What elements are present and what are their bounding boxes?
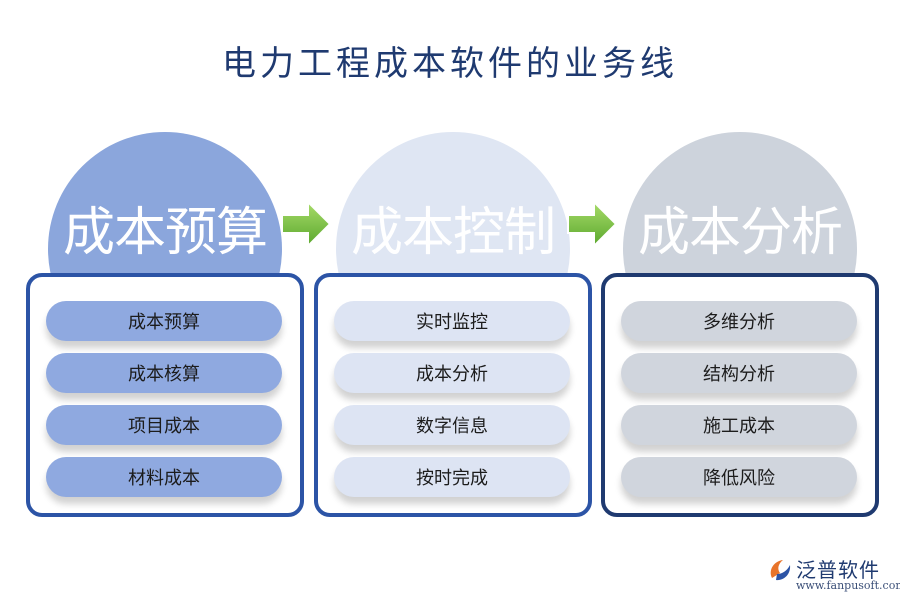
column-heading: 成本控制	[350, 203, 556, 263]
column-heading: 成本分析	[637, 203, 843, 263]
list-item: 按时完成	[334, 457, 570, 497]
list-item: 降低风险	[621, 457, 857, 497]
list-item: 成本分析	[334, 353, 570, 393]
list-item: 实时监控	[334, 301, 570, 341]
list-item: 多维分析	[621, 301, 857, 341]
right-arrow-icon	[567, 199, 618, 249]
list-item: 施工成本	[621, 405, 857, 445]
right-arrow-icon	[281, 199, 332, 249]
column-cost-budget: 成本预算 成本预算 成本核算 项目成本 材料成本	[26, 130, 304, 517]
fanpu-logo-icon	[770, 560, 791, 581]
list-item: 成本预算	[46, 301, 282, 341]
brand-name: 泛普软件	[796, 558, 880, 582]
column-cost-control: 成本控制 实时监控 成本分析 数字信息 按时完成	[314, 130, 592, 517]
brand-logo: 泛普软件 www.fanpusoft.com	[766, 554, 900, 596]
items-box: 多维分析 结构分析 施工成本 降低风险	[601, 273, 879, 517]
page-title: 电力工程成本软件的业务线	[222, 44, 678, 84]
column-cost-analysis: 成本分析 多维分析 结构分析 施工成本 降低风险	[601, 130, 879, 517]
list-item: 成本核算	[46, 353, 282, 393]
list-item: 材料成本	[46, 457, 282, 497]
list-item: 数字信息	[334, 405, 570, 445]
items-box: 成本预算 成本核算 项目成本 材料成本	[26, 273, 304, 517]
items-box: 实时监控 成本分析 数字信息 按时完成	[314, 273, 592, 517]
list-item: 项目成本	[46, 405, 282, 445]
brand-url: www.fanpusoft.com	[796, 579, 900, 592]
list-item: 结构分析	[621, 353, 857, 393]
column-heading: 成本预算	[62, 203, 268, 263]
